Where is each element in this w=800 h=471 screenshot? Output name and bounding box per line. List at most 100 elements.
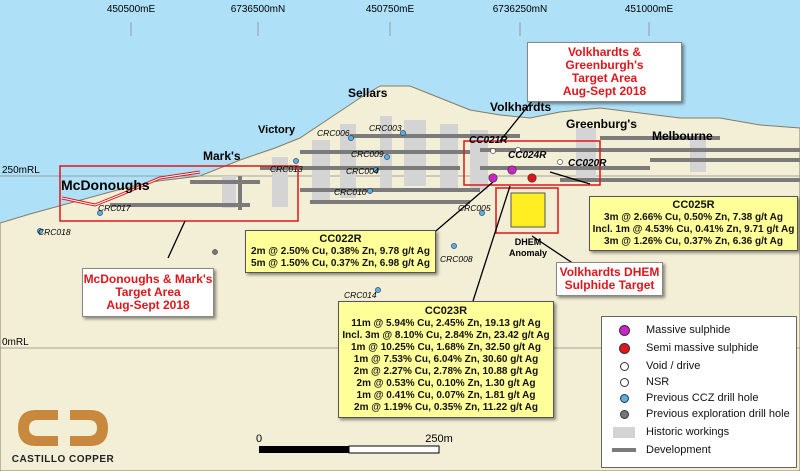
- exploration-drill-hole-marker: [212, 249, 218, 255]
- white-dot-icon: [619, 361, 629, 371]
- void-marker: [490, 148, 496, 154]
- massive-sulphide-marker: [488, 173, 498, 183]
- assay-line: 3m @ 1.26% Cu, 0.37% Zn, 6.36 g/t Ag: [604, 236, 783, 247]
- target-line: Aug-Sept 2018: [106, 298, 190, 312]
- scale-start-label: 0: [256, 433, 262, 445]
- target-line: Aug-Sept 2018: [562, 84, 647, 98]
- scale-end-label: 250m: [425, 433, 453, 445]
- mcdonoughs-surface-highlight: [61, 171, 201, 206]
- map-legend: Massive sulphide Semi massive sulphide V…: [601, 316, 797, 468]
- assay-line: 1m @ 7.53% Cu, 6.04% Zn, 30.60 g/t Ag: [353, 354, 539, 365]
- ccz-drill-hole-marker: [348, 135, 354, 141]
- coordinate-label: 450750mE: [366, 4, 415, 15]
- volkhardts-dhem-target-box: Volkhardts DHEM Sulphide Target: [556, 262, 663, 296]
- magenta-dot-icon: [618, 324, 630, 336]
- legend-label: Previous exploration drill hole: [646, 408, 790, 420]
- ccz-drill-hole-marker: [367, 188, 373, 194]
- legend-item-historic-workings: Historic workings: [602, 425, 729, 439]
- drill-hole-label: CC021R: [469, 135, 508, 146]
- assay-line: 1m @ 0.41% Cu, 0.07% Zn, 1.81 g/t Ag: [356, 390, 536, 401]
- volkhardts-target-outline: [463, 140, 601, 186]
- drill-hole-label: CRC017: [98, 203, 131, 213]
- legend-item-exploration-hole: Previous exploration drill hole: [602, 407, 790, 421]
- blue-dot-icon: [619, 393, 629, 403]
- grid-lines-vertical: [130, 22, 650, 36]
- castillo-copper-logo: CASTILLO COPPER: [10, 404, 120, 466]
- ccz-drill-hole-marker: [375, 287, 381, 293]
- legend-item-massive: Massive sulphide: [602, 323, 730, 337]
- development-drives: [110, 134, 800, 210]
- place-name: Mark's: [203, 149, 241, 163]
- cc025r-callout: CC025R 3m @ 2.66% Cu, 0.50% Zn, 7.38 g/t…: [589, 196, 798, 251]
- ccz-drill-hole-marker: [479, 210, 485, 216]
- assay-line: Incl. 3m @ 8.10% Cu, 2.84% Zn, 23.42 g/t…: [342, 330, 550, 341]
- drill-hole-label: CC020R: [568, 158, 607, 169]
- drill-hole-label: CRC009: [351, 149, 384, 159]
- target-line: Sulphide Target: [564, 278, 655, 292]
- white-dot-icon: [619, 377, 629, 387]
- scale-bar: 0 250m: [256, 433, 453, 454]
- logo-mark: CASTILLO COPPER: [12, 410, 114, 465]
- legend-item-ccz-hole: Previous CCZ drill hole: [602, 391, 758, 405]
- cc023r-callout: CC023R 11m @ 5.94% Cu, 2.45% Zn, 19.13 g…: [338, 301, 554, 418]
- drill-hole-label: CC024R: [508, 150, 547, 161]
- grey-bar-icon: [612, 448, 636, 452]
- drill-hole-label: CRC018: [38, 227, 71, 237]
- ccz-drill-hole-marker: [293, 158, 299, 164]
- grey-box-icon: [613, 426, 635, 438]
- target-line: McDonoughs & Mark's: [83, 272, 213, 286]
- ccz-drill-hole-marker: [400, 130, 406, 136]
- drill-hole-label: CRC005: [458, 203, 491, 213]
- legend-label: Void / drive: [646, 360, 701, 372]
- legend-label: NSR: [646, 376, 670, 388]
- massive-sulphide-marker: [507, 165, 517, 175]
- logo-c-right: [70, 410, 108, 446]
- legend-item-nsr: NSR: [602, 375, 669, 389]
- ccz-drill-hole-marker: [451, 243, 457, 249]
- callout-title: CC022R: [319, 233, 362, 245]
- assay-line: 1m @ 10.25% Cu, 1.68% Zn, 32.50 g/t Ag: [350, 342, 541, 353]
- legend-item-semi-massive: Semi massive sulphide: [602, 341, 759, 355]
- callout-leaders: [167, 84, 593, 302]
- cc022r-callout: CC022R 2m @ 2.50% Cu, 0.38% Zn, 9.78 g/t…: [245, 230, 436, 273]
- void-marker: [515, 147, 521, 153]
- mcdonoughs-marks-target-box: McDonoughs & Mark's Target Area Aug-Sept…: [82, 268, 214, 317]
- logo-c-left: [18, 410, 58, 446]
- target-line: Volkhardts DHEM: [559, 265, 660, 279]
- semi-massive-sulphide-marker: [527, 173, 537, 183]
- coordinate-label: 6736500mN: [231, 4, 285, 15]
- coordinate-label: 451000mE: [625, 4, 674, 15]
- grey-dot-icon: [619, 409, 629, 419]
- place-name-labels: McDonoughsMark'sVictorySellarsVolkhardts…: [61, 86, 713, 193]
- place-name: Melbourne: [652, 129, 713, 143]
- drill-hole-label: CRC008: [440, 254, 473, 264]
- rl-label: 0mRL: [2, 337, 29, 348]
- drill-hole-label: CRC013: [270, 164, 303, 174]
- volkhardts-greenburghs-target-box: Volkhardts & Greenburgh's Target Area Au…: [527, 42, 682, 102]
- ccz-drill-hole-marker: [97, 210, 103, 216]
- assay-line: 11m @ 5.94% Cu, 2.45% Zn, 19.13 g/t Ag: [351, 318, 541, 329]
- legend-label: Development: [646, 444, 711, 456]
- legend-label: Massive sulphide: [646, 324, 731, 336]
- place-name: Victory: [258, 124, 296, 136]
- assay-line: 2m @ 2.50% Cu, 0.38% Zn, 9.78 g/t Ag: [251, 246, 430, 257]
- legend-item-void: Void / drive: [602, 359, 700, 373]
- legend-item-development: Development: [602, 443, 711, 457]
- assay-line: 3m @ 2.66% Cu, 0.50% Zn, 7.38 g/t Ag: [604, 212, 783, 223]
- drill-hole-label: CRC010: [334, 187, 367, 197]
- assay-line: 2m @ 0.53% Cu, 0.10% Zn, 1.30 g/t Ag: [356, 378, 536, 389]
- assay-line: 2m @ 2.27% Cu, 2.78% Zn, 10.88 g/t Ag: [353, 366, 539, 377]
- legend-label: Semi massive sulphide: [646, 342, 759, 354]
- dhem-anomaly-label: DHEM Anomaly: [508, 237, 547, 258]
- assay-line: 2m @ 1.19% Cu, 0.35% Zn, 11.22 g/t Ag: [354, 402, 538, 413]
- rl-label: 250mRL: [2, 165, 40, 176]
- red-dot-icon: [618, 342, 630, 354]
- drill-hole-label: CRC014: [344, 290, 377, 300]
- assay-line: 5m @ 1.50% Cu, 0.37% Zn, 6.98 g/t Ag: [251, 258, 430, 269]
- ccz-drill-hole-marker: [37, 228, 43, 234]
- dhem-target-outline: [495, 187, 559, 234]
- scale-bar-segment: [348, 445, 440, 454]
- drill-hole-label: CRC006: [317, 128, 350, 138]
